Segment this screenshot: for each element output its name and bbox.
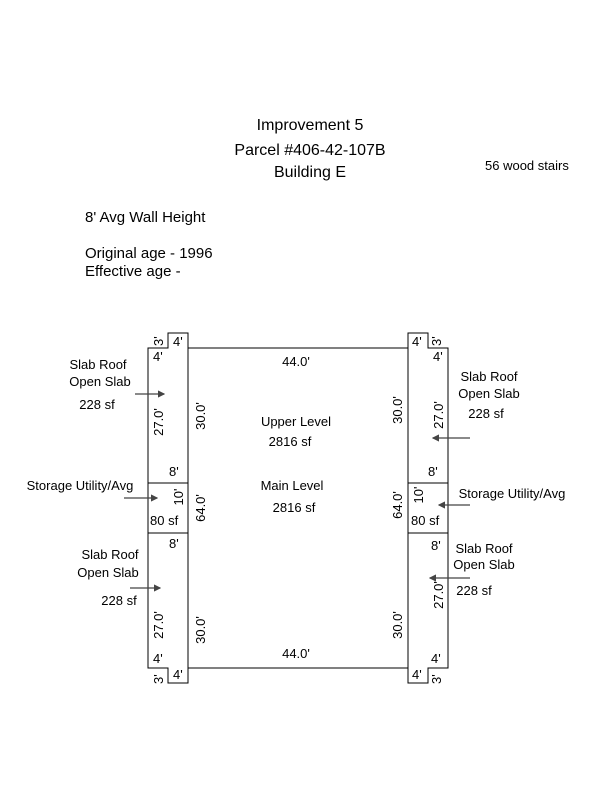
left-slab-top-label2: Open Slab (69, 374, 130, 389)
dim: 27.0' (151, 408, 166, 436)
dim: 4' (173, 334, 183, 349)
left-slab-bottom-sf: 228 sf (101, 593, 137, 608)
dim: 4' (412, 334, 422, 349)
dim: 10' (171, 489, 186, 506)
dim: 3' (151, 674, 166, 684)
dim: 8' (431, 538, 441, 553)
right-slab-top-label: Slab Roof (460, 369, 517, 384)
main-level-sf: 2816 sf (273, 500, 316, 515)
left-slab-top-sf: 228 sf (79, 397, 115, 412)
dim: 27.0' (151, 611, 166, 639)
dim: 4' (433, 349, 443, 364)
dim: 8' (169, 464, 179, 479)
dim-right-bottom: 30.0' (390, 611, 405, 639)
left-addition (147, 332, 189, 684)
wall-height: 8' Avg Wall Height (85, 209, 206, 226)
dim: 8' (428, 464, 438, 479)
dim-left-bottom: 30.0' (193, 616, 208, 644)
dim: 3' (151, 336, 166, 346)
stairs-note: 56 wood stairs (485, 158, 569, 173)
dim: 4' (153, 651, 163, 666)
dim: 4' (153, 349, 163, 364)
dim-right-top: 30.0' (390, 396, 405, 424)
right-slab-top-sf: 228 sf (468, 406, 504, 421)
dim: 27.0' (431, 401, 446, 429)
dim-bottom: 44.0' (282, 646, 310, 661)
upper-level-sf: 2816 sf (269, 434, 312, 449)
upper-level-label: Upper Level (261, 414, 331, 429)
left-slab-bottom-label: Slab Roof (81, 547, 138, 562)
left-slab-top-label: Slab Roof (69, 357, 126, 372)
dim: 27.0' (431, 581, 446, 609)
dim: 8' (169, 536, 179, 551)
dim: 3' (429, 336, 444, 346)
title-building: Building E (273, 164, 347, 181)
storage-sf: 80 sf (150, 513, 179, 528)
dim-left: 64.0' (193, 494, 208, 522)
dim-left-top: 30.0' (193, 402, 208, 430)
effective-age: Effective age - (85, 263, 181, 280)
dim-top: 44.0' (282, 354, 310, 369)
dim: 4' (431, 651, 441, 666)
title-parcel: Parcel #406-42-107B (234, 142, 386, 159)
right-slab-bottom-label2: Open Slab (453, 557, 514, 572)
dim: 4' (412, 667, 422, 682)
right-slab-bottom-label: Slab Roof (455, 541, 512, 556)
main-level-label: Main Level (261, 478, 324, 493)
left-storage-label: Storage Utility/Avg (27, 478, 134, 493)
left-slab-bottom-label2: Open Slab (77, 565, 138, 580)
right-slab-bottom-sf: 228 sf (456, 583, 492, 598)
right-slab-top-label2: Open Slab (458, 386, 519, 401)
dim: 3' (429, 674, 444, 684)
dim: 4' (173, 667, 183, 682)
dim-right: 64.0' (390, 491, 405, 519)
right-addition (407, 332, 449, 684)
dim: 10' (411, 487, 426, 504)
original-age: Original age - 1996 (85, 245, 213, 262)
right-storage-label: Storage Utility/Avg (459, 486, 566, 501)
title-improvement: Improvement 5 (256, 117, 364, 134)
storage-sf: 80 sf (411, 513, 440, 528)
